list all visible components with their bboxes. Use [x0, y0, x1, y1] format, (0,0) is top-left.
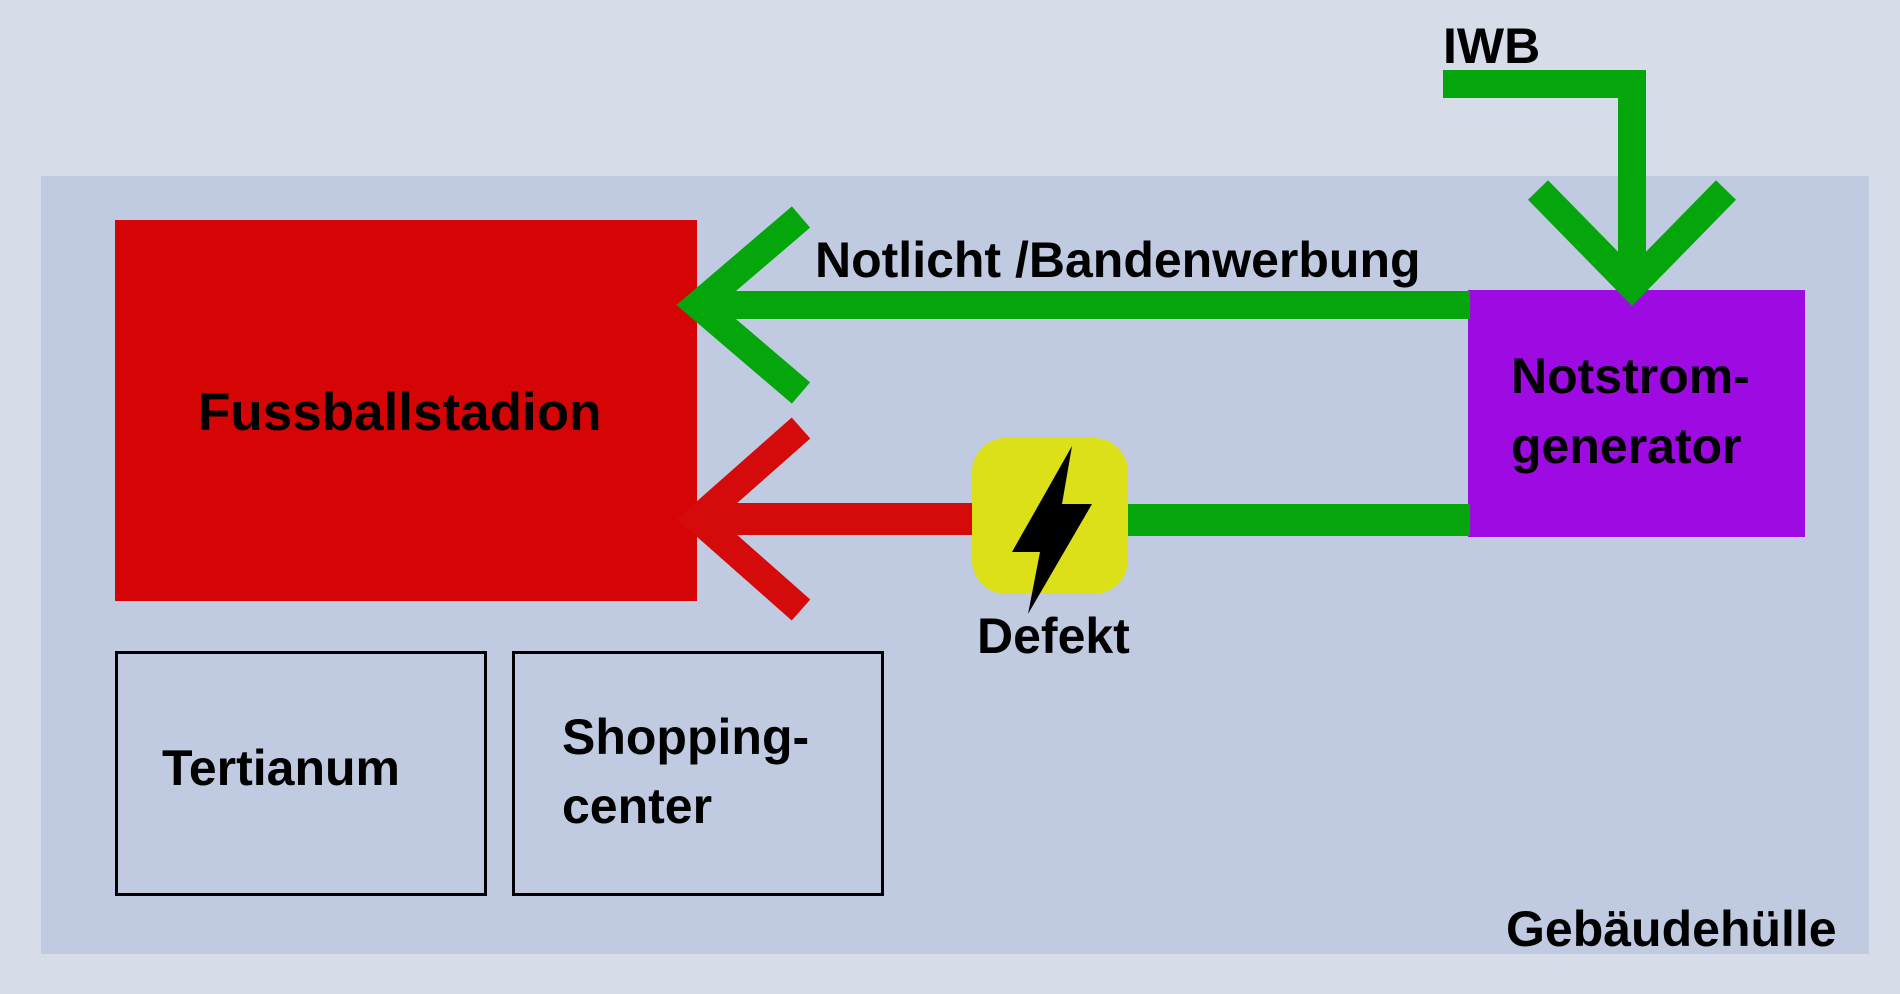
building-label: Gebäudehülle [1506, 901, 1837, 957]
lightning-bolt-icon [1012, 446, 1092, 614]
generator-label-line1: Notstrom- [1511, 348, 1750, 404]
main-power-arrowhead [676, 417, 811, 621]
iwb-feed-line [1443, 70, 1646, 292]
shopping-label-line2: center [562, 778, 713, 834]
stadium-label: Fussballstadion [198, 383, 602, 442]
stadium-block [115, 220, 697, 601]
shopping-label-line1: Shopping- [562, 709, 810, 765]
generator-block [1468, 290, 1805, 537]
tertianum-box [115, 651, 487, 896]
generator-label-line2: generator [1511, 418, 1742, 474]
tertianum-label: Tertianum [162, 740, 400, 796]
shopping-center-box [512, 651, 884, 896]
iwb-feed-arrowhead [1527, 180, 1737, 307]
defect-label: Defekt [977, 608, 1130, 664]
connection-label: Notlicht /Bandenwerbung [815, 232, 1421, 288]
iwb-label: IWB [1443, 18, 1541, 74]
emergency-light-arrowhead [676, 206, 811, 404]
